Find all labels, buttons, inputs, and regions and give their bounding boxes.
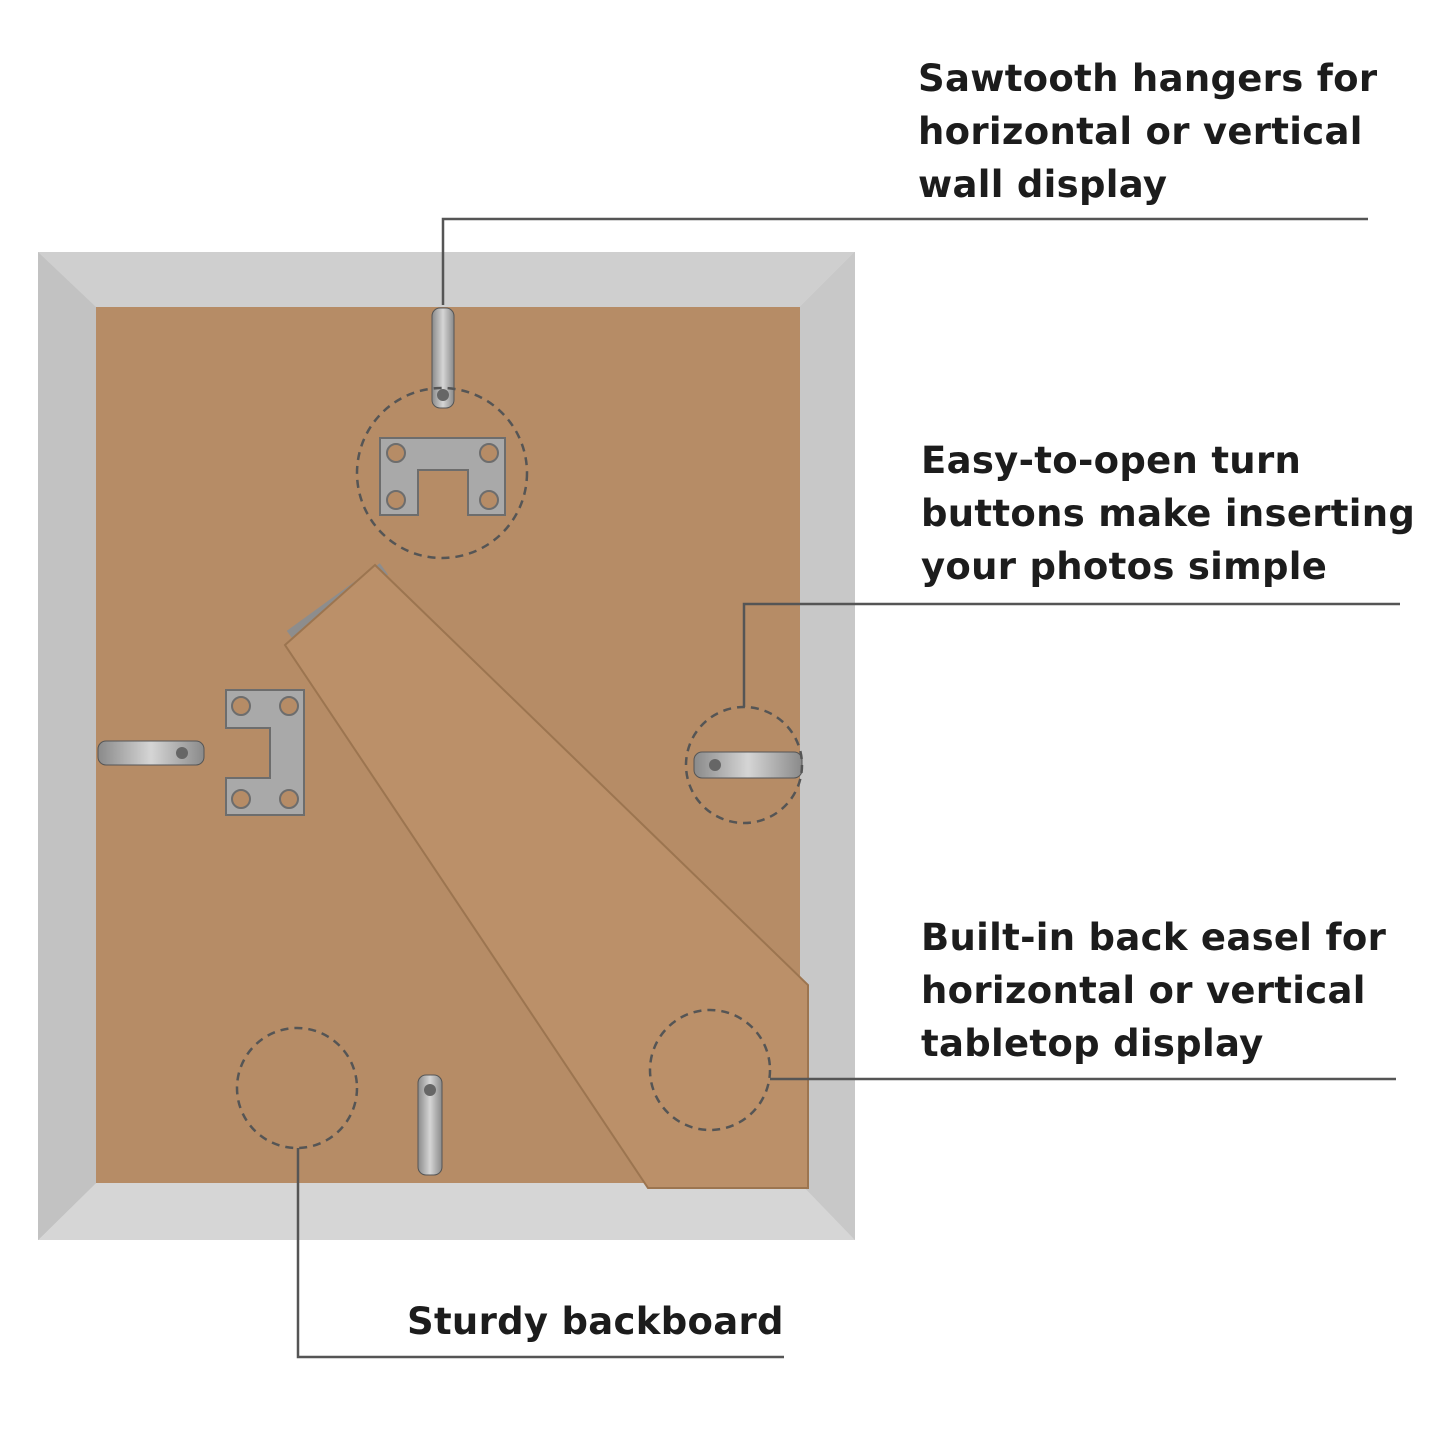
- turn-button-right: [693, 751, 803, 779]
- callout-turn-buttons: Easy-to-open turn buttons make inserting…: [921, 434, 1415, 593]
- callout-line: tabletop display: [921, 1022, 1264, 1065]
- callout-back-easel: Built-in back easel for horizontal or ve…: [921, 911, 1386, 1070]
- sawtooth-hanger-top: [379, 437, 506, 516]
- callout-line: wall display: [918, 163, 1168, 206]
- callout-line: buttons make inserting: [921, 492, 1416, 535]
- callout-line: Easy-to-open turn: [921, 439, 1302, 482]
- leader-line-hangers: [441, 217, 1368, 305]
- highlight-circle-easel: [648, 1008, 772, 1132]
- leader-line-backboard: [296, 1148, 784, 1359]
- callout-sawtooth-hangers: Sawtooth hangers for horizontal or verti…: [918, 52, 1377, 211]
- back-easel: [283, 563, 809, 1189]
- callout-line: horizontal or vertical: [918, 110, 1363, 153]
- callout-sturdy-backboard: Sturdy backboard: [407, 1300, 784, 1343]
- highlight-circle-backboard: [235, 1026, 359, 1150]
- callout-line: Built-in back easel for: [921, 916, 1387, 959]
- sawtooth-hanger-side: [225, 689, 305, 816]
- turn-button-bottom: [417, 1074, 443, 1176]
- callout-line: your photos simple: [921, 545, 1328, 588]
- highlight-circle-hanger: [355, 386, 529, 560]
- callout-line: horizontal or vertical: [921, 969, 1366, 1012]
- turn-button-top: [431, 307, 455, 409]
- callout-line: Sawtooth hangers for: [918, 57, 1378, 100]
- turn-button-left: [97, 740, 205, 766]
- leader-line-turn-buttons: [742, 602, 1400, 707]
